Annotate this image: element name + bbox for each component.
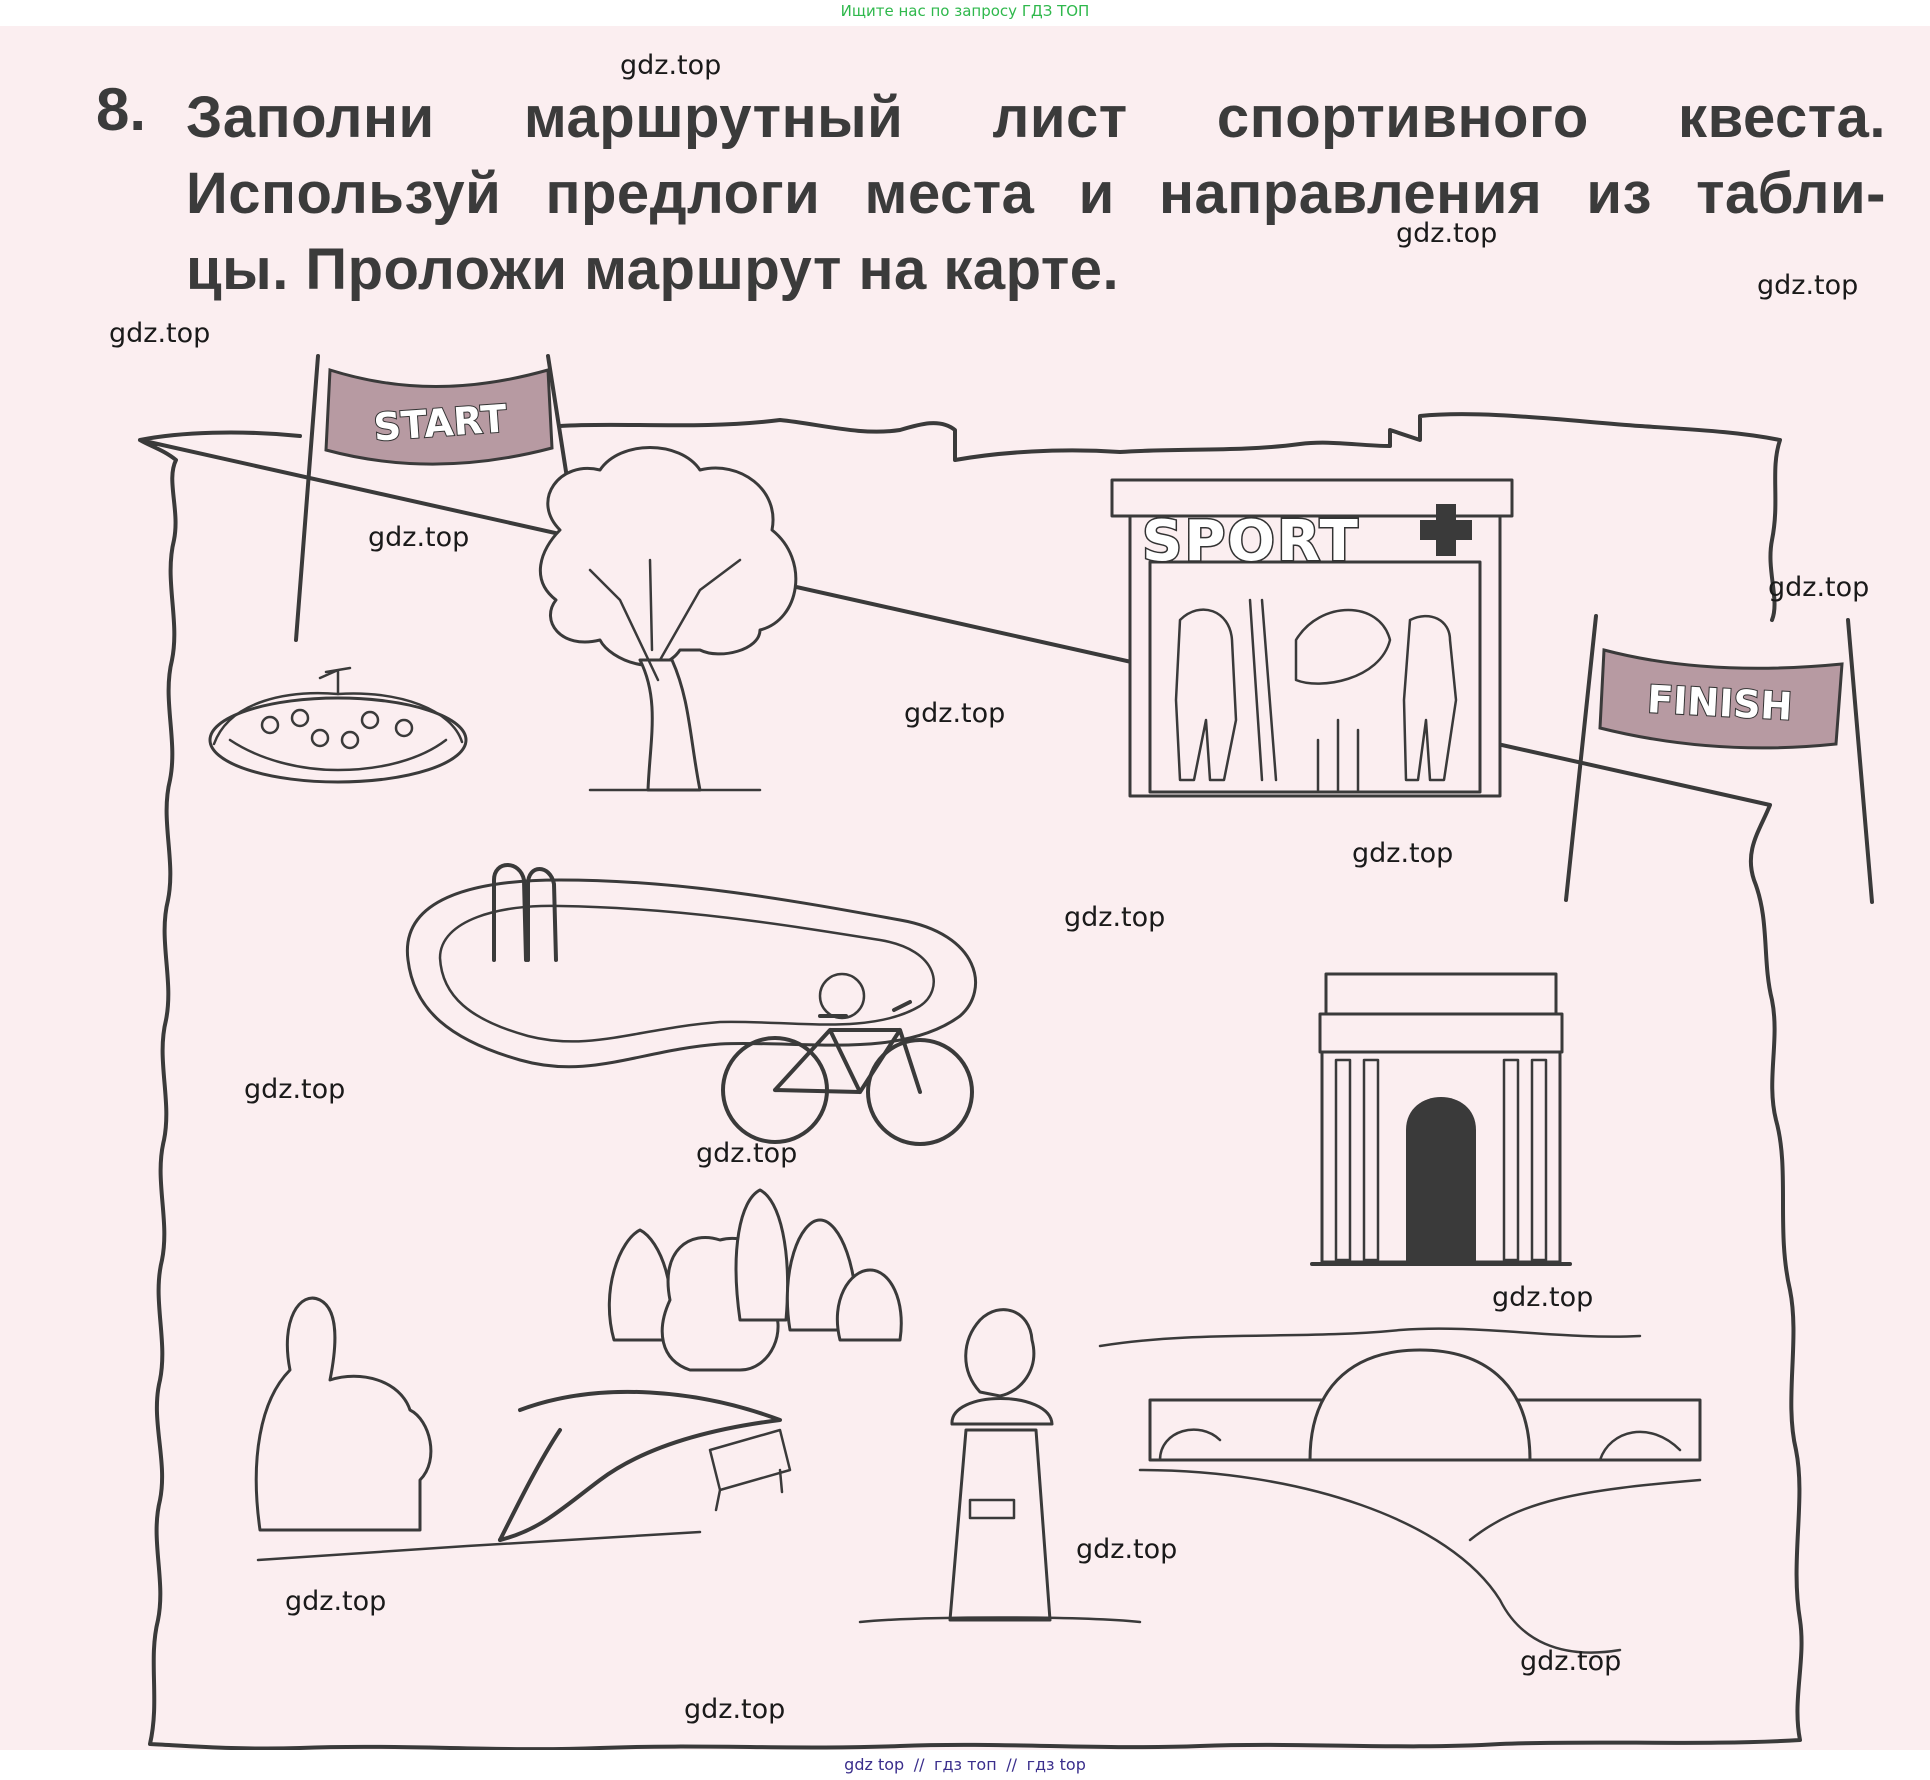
watermark: gdz.top: [109, 318, 211, 349]
footer: gdz top // гдз топ // гдз top: [0, 1750, 1930, 1780]
task-line-2: Используй предлоги места и направления и…: [186, 161, 1886, 226]
task-number: 8.: [96, 76, 147, 143]
watermark: gdz.top: [1520, 1646, 1622, 1677]
tree: [538, 446, 798, 792]
finish-banner: FINISH: [1564, 614, 1874, 904]
bust-statue: [858, 1308, 1142, 1624]
watermark: gdz.top: [285, 1586, 387, 1617]
watermark: gdz.top: [244, 1074, 346, 1105]
watermark: gdz.top: [1076, 1534, 1178, 1565]
sport-shop: SPORT: [1110, 478, 1514, 798]
top-band: Ищите нас по запросу ГДЗ ТОП: [0, 0, 1930, 26]
stone-bridge: [1098, 1327, 1702, 1654]
map-border: [138, 412, 1804, 1752]
task-instructions: Заполни маршрутный лист спортивного квес…: [186, 80, 1886, 308]
watermark: gdz.top: [368, 522, 470, 553]
finish-label: FINISH: [1646, 677, 1793, 729]
bicycle: [721, 972, 974, 1146]
triumphal-arch: [1310, 972, 1572, 1266]
start-label: START: [372, 396, 508, 449]
footer-link-1[interactable]: gdz top: [844, 1755, 905, 1774]
watermark: gdz.top: [1352, 838, 1454, 869]
watermark: gdz.top: [1757, 270, 1859, 301]
footer-separator: //: [913, 1755, 925, 1774]
watermark: gdz.top: [696, 1138, 798, 1169]
sport-sign: SPORT: [1142, 509, 1360, 574]
watermark: gdz.top: [1768, 572, 1870, 603]
footer-separator: //: [1006, 1755, 1018, 1774]
watermark: gdz.top: [1492, 1282, 1594, 1313]
watermark: gdz.top: [620, 50, 722, 81]
watermark: gdz.top: [904, 698, 1006, 729]
park: [254, 1188, 903, 1562]
watermark: gdz.top: [1396, 218, 1498, 249]
start-banner: START: [294, 354, 574, 642]
flower-bed: [208, 666, 468, 784]
footer-link-2[interactable]: гдз топ: [934, 1755, 997, 1774]
watermark: gdz.top: [1064, 902, 1166, 933]
task-line-1: Заполни маршрутный лист спортивного квес…: [186, 85, 1886, 150]
search-banner-link[interactable]: Ищите нас по запросу ГДЗ ТОП: [840, 2, 1090, 20]
watermark: gdz.top: [684, 1694, 786, 1725]
task-line-3: цы. Проложи маршрут на карте.: [186, 237, 1120, 302]
footer-link-3[interactable]: гдз top: [1026, 1755, 1086, 1774]
swimming-pool: [405, 863, 977, 1069]
